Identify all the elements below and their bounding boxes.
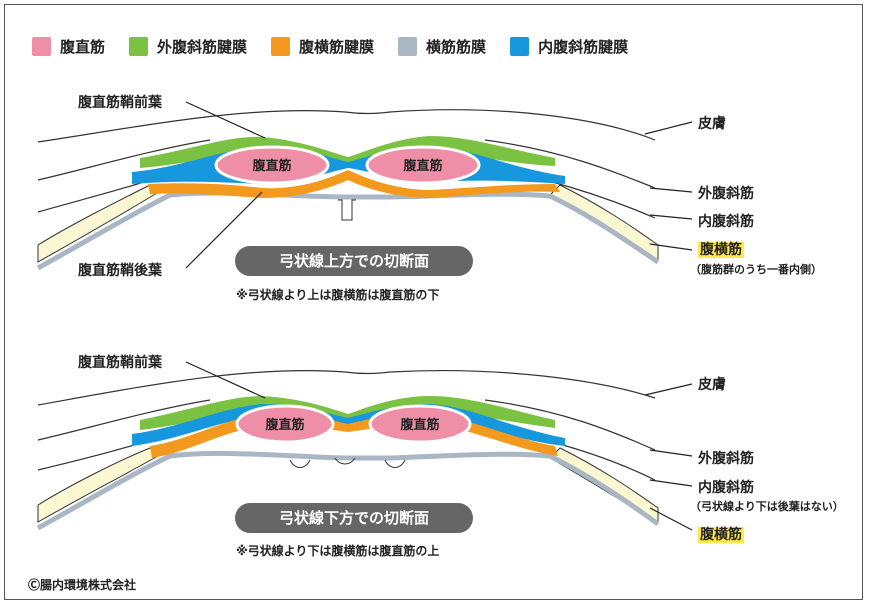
top-anterior-leader [185,101,266,139]
bottom-cross-section: 腹直筋 腹直筋 [36,361,693,531]
top-ta-leader [649,243,693,251]
top-skin-leader [644,121,693,135]
bottom-skin-label: 皮膚 [698,377,726,393]
top-posterior-sheath-label: 腹直筋鞘後葉 [78,263,162,279]
bottom-ta-leader [649,507,693,531]
copyright: Ⓒ腸内環境株式会社 [28,578,137,592]
bottom-caption: ※弓状線より下は腹横筋は腹直筋の上 [236,544,440,558]
legend-item-internal-oblique-aponeurosis: 内腹斜筋腱膜 [510,36,628,57]
top-internal-oblique-label: 内腹斜筋 [698,214,754,230]
legend-label: 内腹斜筋腱膜 [538,37,629,56]
legend-swatch [398,36,418,56]
bottom-anterior-sheath-label: 腹直筋鞘前葉 [78,355,162,371]
top-io-line-right [544,179,656,219]
top-rectus-right [365,145,481,185]
top-caption: ※弓状線より上は腹横筋は腹直筋の下 [236,288,440,302]
bottom-io-leader [649,479,693,487]
bottom-transversalis-fascia [36,450,660,531]
bottom-internal-oblique-label: 内腹斜筋 [698,480,754,496]
legend-swatch [32,36,51,56]
legend-label: 外腹斜筋腱膜 [157,37,248,56]
bottom-transversus-label: 腹横筋 [698,524,744,544]
bottom-rectus-right [368,404,472,444]
bottom-fat-line-left [37,399,211,441]
top-fat-line-right [484,139,656,189]
legend-label: 腹直筋 [60,37,106,56]
top-rectus-left [214,145,330,185]
legend-item-transversalis-fascia: 横筋筋膜 [398,36,486,57]
top-transversalis-fascia [36,190,660,271]
figure-frame [4,4,863,600]
bottom-skin-leader [644,383,693,396]
legend-swatch [271,36,291,56]
top-external-oblique-label: 外腹斜筋 [698,186,754,202]
legend-item-transversus-aponeurosis: 腹横筋腱膜 [271,36,374,57]
top-green-sheath [140,136,555,168]
top-io-leader [649,214,693,220]
top-transversus-label: 腹横筋 [698,239,744,259]
top-anterior-sheath-label: 腹直筋鞘前葉 [78,95,162,111]
top-rectus-right-label: 腹直筋 [403,158,442,174]
top-cross-section: 腹直筋 腹直筋 [36,101,693,271]
bottom-external-oblique-label: 外腹斜筋 [698,451,754,467]
legend-swatch [510,36,530,56]
top-skin-label: 皮膚 [698,116,726,132]
top-linea-alba-notch [338,199,356,221]
legend-label: 腹横筋腱膜 [299,37,375,56]
top-eo-leader [649,187,693,193]
legend: 腹直筋 外腹斜筋腱膜 腹横筋腱膜 横筋筋膜 内腹斜筋腱膜 [32,34,652,58]
top-orange-sheath [148,170,560,198]
top-transversus-note: （腹筋群のうち一番内側） [690,263,822,276]
legend-item-external-oblique-aponeurosis: 外腹斜筋腱膜 [129,36,247,57]
bottom-fat-line-right [484,399,656,451]
top-skin-line [37,109,656,143]
bottom-rectus-left [235,404,335,444]
top-transversus-text: 腹横筋 [698,242,744,258]
legend-label: 横筋筋膜 [426,37,487,56]
bottom-skin-line [37,370,656,406]
bottom-transversus-text: 腹横筋 [698,527,744,543]
legend-item-rectus: 腹直筋 [32,36,105,57]
legend-swatch [129,36,149,56]
bottom-green-sheath [140,396,555,430]
top-posterior-leader [185,191,263,269]
bottom-anterior-leader [185,361,266,399]
bottom-internal-oblique-note: （弓状線より下は後葉はない） [690,500,844,513]
top-rectus-left-label: 腹直筋 [252,158,291,174]
bottom-linea-notch [289,457,406,468]
bottom-eo-leader [649,449,693,457]
bottom-section-title: 弓状線下方での切断面 [235,503,473,533]
bottom-rectus-left-label: 腹直筋 [265,417,304,433]
top-section-title: 弓状線上方での切断面 [235,246,473,276]
bottom-rectus-right-label: 腹直筋 [400,417,439,433]
bottom-transversus-left [37,447,167,523]
top-fat-line-left [37,139,211,181]
top-transversus-left [37,184,167,263]
